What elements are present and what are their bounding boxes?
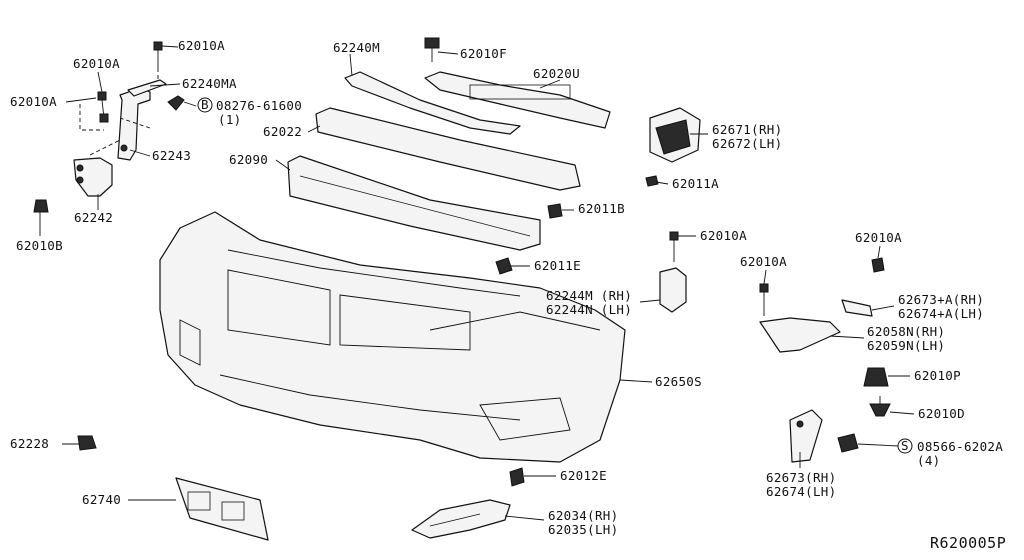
- leader-lines: [39, 45, 915, 521]
- bracket-62244M: [659, 231, 687, 313]
- bracket-62243: [117, 79, 167, 161]
- label-62243: 62243: [152, 148, 191, 163]
- label-62010B: 62010B: [16, 238, 63, 253]
- label-62020U: 62020U: [533, 66, 580, 81]
- label-08276: 08276-61600: [216, 98, 302, 113]
- label-62010A-left2: 62010A: [10, 94, 57, 109]
- label-62650S: 62650S: [655, 374, 702, 389]
- beam-62022: [315, 107, 581, 191]
- label-62090: 62090: [229, 152, 268, 167]
- label-62058N: 62058N(RH): [867, 324, 945, 339]
- label-62240M: 62240M: [333, 40, 380, 55]
- label-62010A-mid: 62010A: [700, 228, 747, 243]
- label-62010P: 62010P: [914, 368, 961, 383]
- beam-62090: [287, 155, 541, 251]
- bolt-62010A-top: [153, 41, 163, 68]
- label-62228: 62228: [10, 436, 49, 451]
- label-62244N: 62244N (LH): [546, 302, 632, 317]
- label-08276-circle: B: [201, 97, 209, 112]
- label-62010A-left: 62010A: [73, 56, 120, 71]
- label-62673: 62673(RH): [766, 470, 836, 485]
- clip-62010F: [424, 37, 440, 62]
- bracket-62673: [789, 409, 823, 463]
- label-62059N: 62059N(LH): [867, 338, 945, 353]
- label-62012E: 62012E: [560, 468, 607, 483]
- label-08566: 08566-6202A: [917, 439, 1003, 454]
- bracket-62671: [645, 107, 701, 187]
- bumper-fascia-62650S: [159, 211, 626, 463]
- bolt-62010A-left: [97, 91, 109, 123]
- label-62672: 62672(LH): [712, 136, 782, 151]
- label-62010A-top: 62010A: [178, 38, 225, 53]
- bracket-62740: [175, 477, 269, 541]
- reference-code: R620005P: [930, 534, 1006, 552]
- clip-62010P: [863, 367, 889, 387]
- bracket-62058N: [759, 283, 841, 353]
- label-62010A-r2: 62010A: [855, 230, 902, 245]
- bracket-62673A: [841, 257, 885, 317]
- label-62022: 62022: [263, 124, 302, 139]
- label-08566-circle: S: [901, 438, 909, 453]
- label-62244M: 62244M (RH): [546, 288, 632, 303]
- label-62740: 62740: [82, 492, 121, 507]
- label-08276-qty: (1): [218, 112, 241, 127]
- label-08566-qty: (4): [917, 453, 940, 468]
- clip-62011B: [547, 203, 563, 219]
- fog-cover-62034: [411, 499, 511, 539]
- label-62010F: 62010F: [460, 46, 507, 61]
- label-62673A: 62673+A(RH): [898, 292, 984, 307]
- label-62011E: 62011E: [534, 258, 581, 273]
- label-62034: 62034(RH): [548, 508, 618, 523]
- label-62242: 62242: [74, 210, 113, 225]
- label-62010D: 62010D: [918, 406, 965, 421]
- label-62671: 62671(RH): [712, 122, 782, 137]
- label-62674A: 62674+A(LH): [898, 306, 984, 321]
- part-62240M: [344, 71, 521, 135]
- bracket-62242: [73, 157, 113, 197]
- label-62010A-r1: 62010A: [740, 254, 787, 269]
- screw-08566: [837, 433, 859, 453]
- cap-62228: [77, 435, 97, 451]
- label-62011B: 62011B: [578, 201, 625, 216]
- part-62020U: [424, 71, 611, 129]
- label-62240MA: 62240MA: [182, 76, 237, 91]
- label-62035: 62035(LH): [548, 522, 618, 537]
- label-62674: 62674(LH): [766, 484, 836, 499]
- label-62011A: 62011A: [672, 176, 719, 191]
- bolt-08276: [167, 95, 185, 111]
- clip-62010B: [33, 199, 49, 213]
- clip-62010D: [869, 396, 891, 417]
- clip-62011E: [495, 257, 513, 275]
- clip-62012E: [509, 467, 525, 487]
